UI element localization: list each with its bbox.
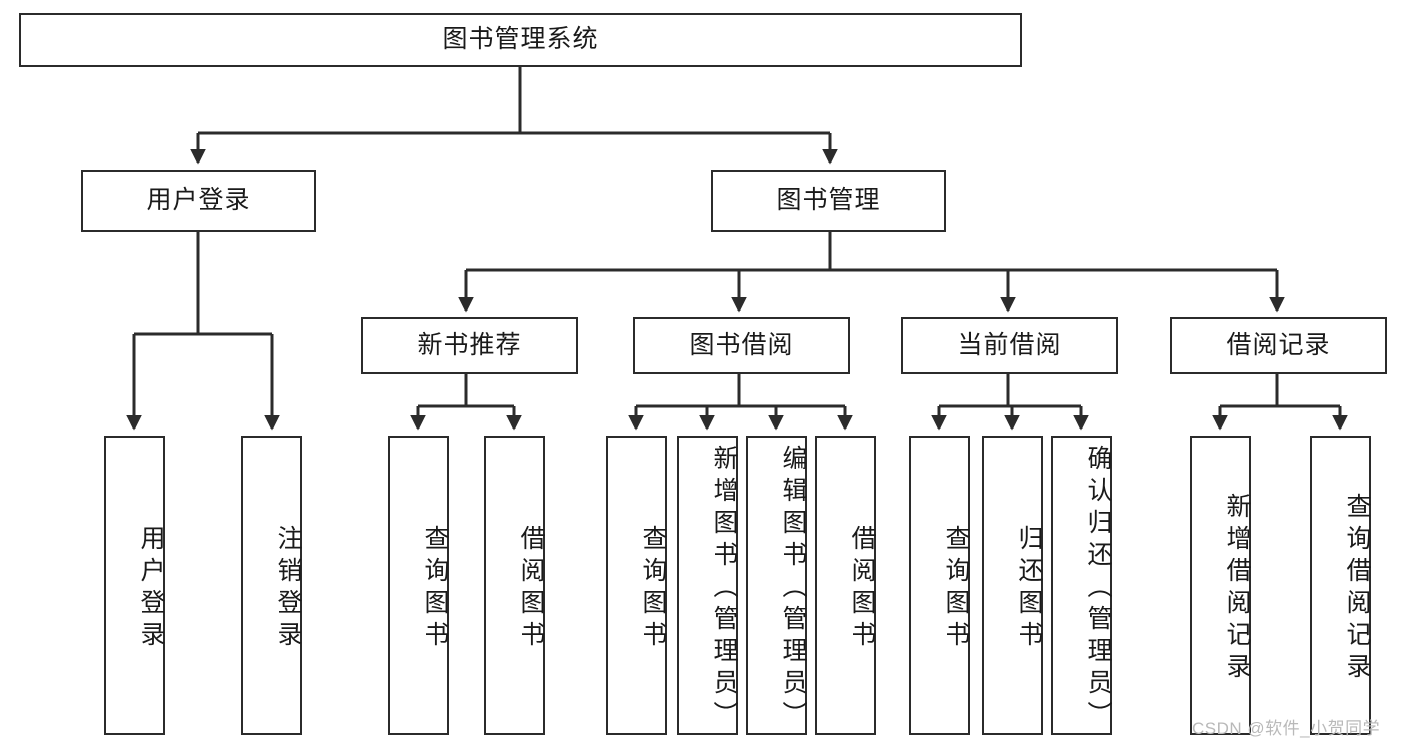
node-leaf-user-logout-label: 注销登录 — [274, 524, 302, 653]
node-leaf-user-logout[interactable]: 注销登录 — [241, 436, 302, 735]
node-leaf-rec-query-book[interactable]: 查询图书 — [388, 436, 449, 735]
node-leaf-borrow-query-book[interactable]: 查询图书 — [606, 436, 667, 735]
node-borrow-record[interactable]: 借阅记录 — [1170, 317, 1387, 374]
node-book-borrow-label: 图书借阅 — [689, 330, 794, 359]
node-leaf-current-query-book[interactable]: 查询图书 — [909, 436, 970, 735]
node-leaf-borrow-add-book[interactable]: 新增图书（管理员） — [677, 436, 738, 735]
node-book-manage-label: 图书管理 — [776, 186, 881, 215]
node-leaf-user-login-label: 用户登录 — [137, 524, 165, 653]
node-leaf-rec-query-book-label: 查询图书 — [421, 524, 449, 653]
node-leaf-current-query-book-label: 查询图书 — [942, 524, 970, 653]
node-current-borrow[interactable]: 当前借阅 — [901, 317, 1118, 374]
node-leaf-borrow-query-book-label: 查询图书 — [639, 524, 667, 653]
node-leaf-borrow-add-book-label: 新增图书（管理员） — [710, 444, 738, 733]
node-leaf-record-query-label: 查询借阅记录 — [1343, 492, 1371, 685]
node-leaf-borrow-borrow-book[interactable]: 借阅图书 — [815, 436, 876, 735]
node-root-label: 图书管理系统 — [442, 25, 599, 54]
node-new-book-rec[interactable]: 新书推荐 — [361, 317, 578, 374]
node-leaf-current-confirm-return-label: 确认归还（管理员） — [1084, 444, 1112, 733]
node-book-borrow[interactable]: 图书借阅 — [633, 317, 850, 374]
node-leaf-borrow-edit-book-label: 编辑图书（管理员） — [779, 444, 807, 733]
node-leaf-rec-borrow-book-label: 借阅图书 — [517, 524, 545, 653]
node-leaf-record-query[interactable]: 查询借阅记录 — [1310, 436, 1371, 735]
node-leaf-user-login[interactable]: 用户登录 — [104, 436, 165, 735]
node-leaf-borrow-edit-book[interactable]: 编辑图书（管理员） — [746, 436, 807, 735]
node-leaf-current-return-book[interactable]: 归还图书 — [982, 436, 1043, 735]
node-new-book-rec-label: 新书推荐 — [417, 330, 522, 359]
node-user-login-label: 用户登录 — [146, 186, 251, 215]
node-leaf-rec-borrow-book[interactable]: 借阅图书 — [484, 436, 545, 735]
node-current-borrow-label: 当前借阅 — [957, 330, 1062, 359]
node-root[interactable]: 图书管理系统 — [19, 13, 1022, 67]
node-user-login[interactable]: 用户登录 — [81, 170, 316, 232]
node-book-manage[interactable]: 图书管理 — [711, 170, 946, 232]
node-borrow-record-label: 借阅记录 — [1226, 330, 1331, 359]
node-leaf-current-confirm-return[interactable]: 确认归还（管理员） — [1051, 436, 1112, 735]
node-leaf-current-return-book-label: 归还图书 — [1015, 524, 1043, 653]
csdn-watermark: CSDN @软件_小贺同学 — [1192, 719, 1381, 738]
node-leaf-record-add[interactable]: 新增借阅记录 — [1190, 436, 1251, 735]
node-leaf-record-add-label: 新增借阅记录 — [1223, 492, 1251, 685]
node-leaf-borrow-borrow-book-label: 借阅图书 — [848, 524, 876, 653]
